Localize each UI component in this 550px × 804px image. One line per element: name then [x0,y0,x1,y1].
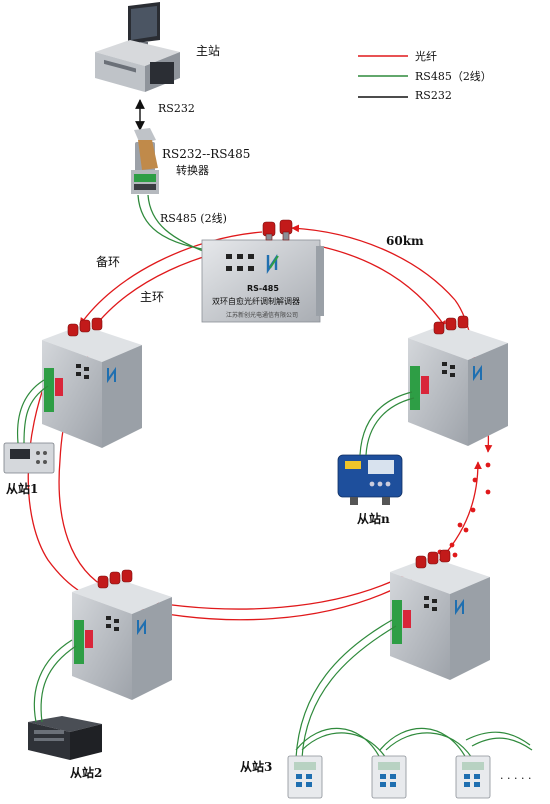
slave-n-device [337,454,403,505]
center-connectors [262,219,293,241]
slave-n-modem [408,315,508,446]
center-device-name: 双环自愈光纤调制解调器 [212,297,300,306]
legend-rs485-label: RS485（2线） [415,70,492,83]
center-device-model: RS-485 [247,284,279,293]
master-computer [95,2,180,92]
more-devices-ellipsis: · · · · · [500,772,532,785]
center-device-company: 江苏新创光电通信有限公司 [226,312,299,319]
legend-fiber-label: 光纤 [415,50,437,63]
rs232-link-label: RS232 [158,102,195,115]
slave-2-modem [72,569,172,700]
slave-1-modem [42,317,142,448]
legend-rs232-label: RS232 [415,89,452,102]
slave-n-label: 从站n [357,512,390,526]
slave-1-device [3,442,55,474]
rs485-link-slave-2 [33,639,77,723]
center-modem [201,219,324,323]
backup-ring-label: 备环 [96,255,121,269]
slave-3-modem [390,549,490,680]
main-ring-label: 主环 [140,290,165,304]
slave-3-label: 从站3 [240,760,273,774]
slave-3-device-b [371,755,407,799]
legend [358,55,408,98]
slave-3-device-a [287,755,323,799]
slave-2-device [28,716,102,760]
converter-label-2: 转换器 [176,164,209,177]
distance-label: 60km [386,234,424,248]
rs485-bus-slave-3 [295,619,533,759]
slave-2-label: 从站2 [70,766,103,780]
ring-gap-dots [427,462,491,563]
slave-3-device-c [455,755,491,799]
rs232-rs485-converter [131,128,159,194]
rs485-link-slave-1 [16,379,49,444]
master-station-label: 主站 [196,44,221,58]
rs485-link-label: RS485 (2线) [160,212,227,225]
converter-label-1: RS232--RS485 [162,147,251,161]
rs485-link-slave-n [359,391,415,456]
slave-1-label: 从站1 [6,482,39,496]
